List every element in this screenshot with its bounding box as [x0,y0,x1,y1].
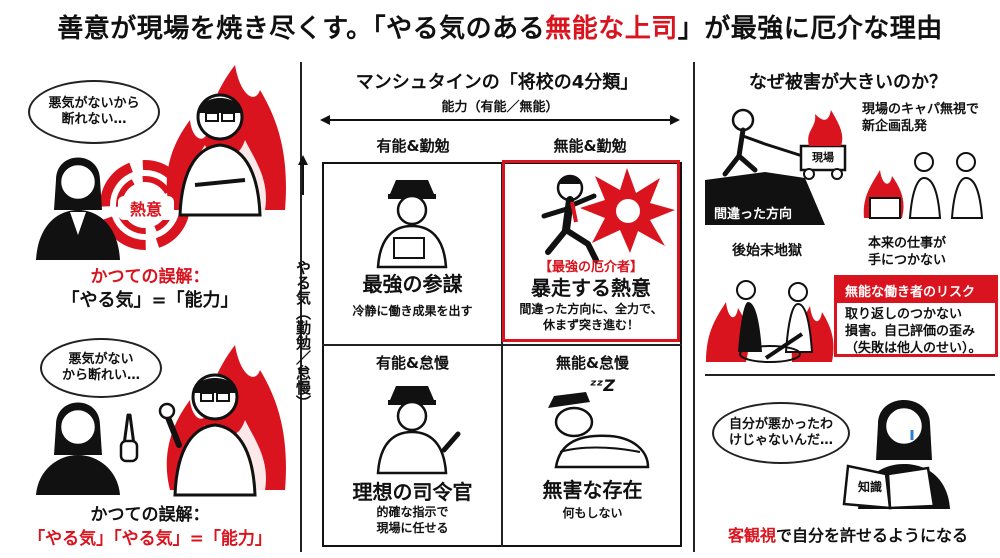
reading-woman-icon [842,400,950,510]
cleanup-scene-icon [706,280,834,363]
overload-workers-icon [863,152,984,219]
woman-figure-icon [36,402,139,495]
risk-box: 無能な働き者のリスク 取り返しのつかない 損害。自己評価の歪み （失敗は他人のせ… [834,275,998,357]
misconception-formula: 「やる気」「やる気」=「能力」 [28,529,272,549]
quadrant-tag: 【最強の厄介者】 [538,260,643,275]
quadrant-header: 無能&怠慢 [555,354,630,372]
divider-left [300,62,302,552]
matrix-heading: マンシュタインの「将校の4分類」 [355,72,639,93]
damage-heading: なぜ被害が大きいのか？ [749,72,947,93]
quadrant-desc: 何もしない [562,506,623,520]
quadrant-desc: 冷静に働き成果を出す [352,304,473,318]
y-axis-label: やる気（勤勉／怠慢） [294,260,312,410]
title-highlight: 無能な上司 [545,14,678,44]
title-part2: 」が最強に厄介な理由 [677,14,943,44]
quadrant-desc: 間違った方向に、全力で、 休まず突き進む！ [519,302,663,332]
misconception-formula: 「やる気」=「能力」 [61,290,239,311]
misconception-label: かつての誤解： [90,267,210,287]
running-boss-icon [541,174,599,263]
thought-bubble: 悪気がない から断れい… [40,338,162,398]
x-axis-arrow [320,115,680,125]
commander-icon [376,386,461,475]
quadrant-highlight-frame [502,160,680,342]
runaway-scene-icon [705,108,847,225]
quadrant-title: 暴走する熱意 [531,276,651,300]
cart-label: 現場 [812,151,834,164]
hands-busy-caption: 本来の仕事が 手につかない [868,236,947,268]
aftermath-caption: 後始末地獄 [732,243,802,259]
risk-title: 無能な働き者のリスク [837,278,995,303]
conclusion-text: 客観視で自分を許せるようになる [698,522,998,546]
matrix-divider-h [322,344,682,346]
sleeping-officer-icon [548,392,650,469]
staff-officer-icon [376,180,448,269]
divider-right [693,62,695,552]
quadrant-title: 理想の司令官 [352,480,473,504]
x-axis-label: 能力（有能／無能） [441,100,559,115]
page-title: 善意が現場を焼き尽くす。「やる気のある無能な上司」が最強に厄介な理由 [0,8,1000,45]
title-part1: 善意が現場を焼き尽くす。「やる気のある [57,14,546,44]
quadrant-header: 有能&勤勉 [376,137,450,155]
conclusion-highlight: 客観視 [727,526,776,545]
quadrant-header: 無能&勤勉 [553,137,627,155]
thought-bubble: 自分が悪かったわ けじゃないんだ… [712,402,850,464]
wrong-direction-label: 間違った方向 [712,203,795,222]
boss-figure-icon [158,373,257,497]
woman-figure-icon [36,157,120,260]
matrix-divider-v [501,162,503,547]
quadrant-header: 有能&怠慢 [375,354,450,372]
explosion-icon [580,168,675,253]
heat-label: 熱意 [118,196,174,220]
right-divider [705,374,995,376]
new-project-caption: 現場のキャパ無視で 新企画乱発 [862,102,980,134]
quadrant-title: 最強の参謀 [362,272,463,296]
risk-body: 取り返しのつかない 損害。自己評価の歪み （失敗は他人のせい）。 [845,307,982,356]
y-axis-arrow [298,155,308,195]
sleep-z-icon: ᶻᶻZ [590,376,615,395]
conclusion-rest: で自分を許せるようになる [776,526,969,545]
misconception-label: かつての誤解： [90,505,210,525]
boss-figure-icon [178,93,262,217]
quadrant-desc: 的確な指示で 現場に任せる [376,505,449,535]
thought-bubble: 悪気がないから 断れない… [28,80,160,144]
book-label: 知識 [857,480,882,494]
quadrant-title: 無害な存在 [542,478,643,502]
